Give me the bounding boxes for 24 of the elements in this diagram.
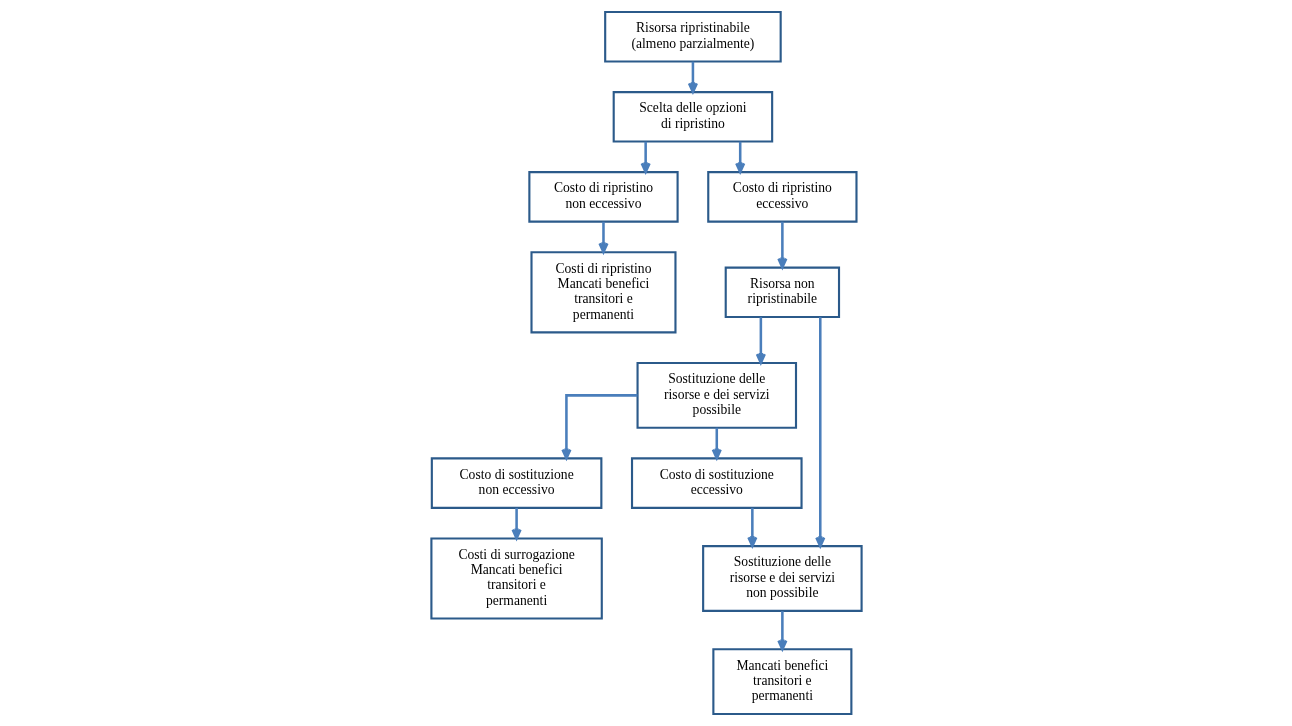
arrow	[734, 141, 745, 174]
arrow	[640, 141, 651, 174]
arrow	[687, 61, 698, 94]
arrow	[776, 221, 787, 269]
node-box: Costo di sostituzione eccessivo	[630, 457, 803, 509]
node-box: Costo di ripristino non eccessivo	[527, 171, 679, 223]
node-box: Costo di sostituzione non eccessivo	[430, 457, 602, 509]
node-box: Sostituzione delle risorse e dei servizi non possibile	[701, 545, 863, 612]
node-box: Sostituzione delle risorse e dei servizi possibile	[636, 361, 797, 429]
arrow	[814, 317, 825, 548]
arrow	[711, 427, 722, 460]
node-box: Costi di ripristino Mancati benefici transitori e permanenti	[529, 251, 677, 334]
arrow	[511, 507, 522, 540]
node-box: Mancati benefici transitori e permanenti	[711, 648, 852, 716]
node-box: Scelta delle opzioni di ripristino	[612, 91, 773, 143]
node-box: Risorsa ripristinabile (almeno parzialmente)	[603, 10, 782, 63]
node-box: Costo di ripristino eccessivo	[706, 171, 858, 223]
node-box: Risorsa non ripristinabile	[724, 266, 840, 319]
arrow	[597, 221, 609, 254]
arrow	[776, 611, 787, 651]
arrow	[560, 394, 637, 460]
node-box: Costi di surrogazione Mancati benefici transitori e permanenti	[429, 537, 603, 620]
arrow	[755, 317, 766, 365]
arrow	[746, 507, 757, 548]
